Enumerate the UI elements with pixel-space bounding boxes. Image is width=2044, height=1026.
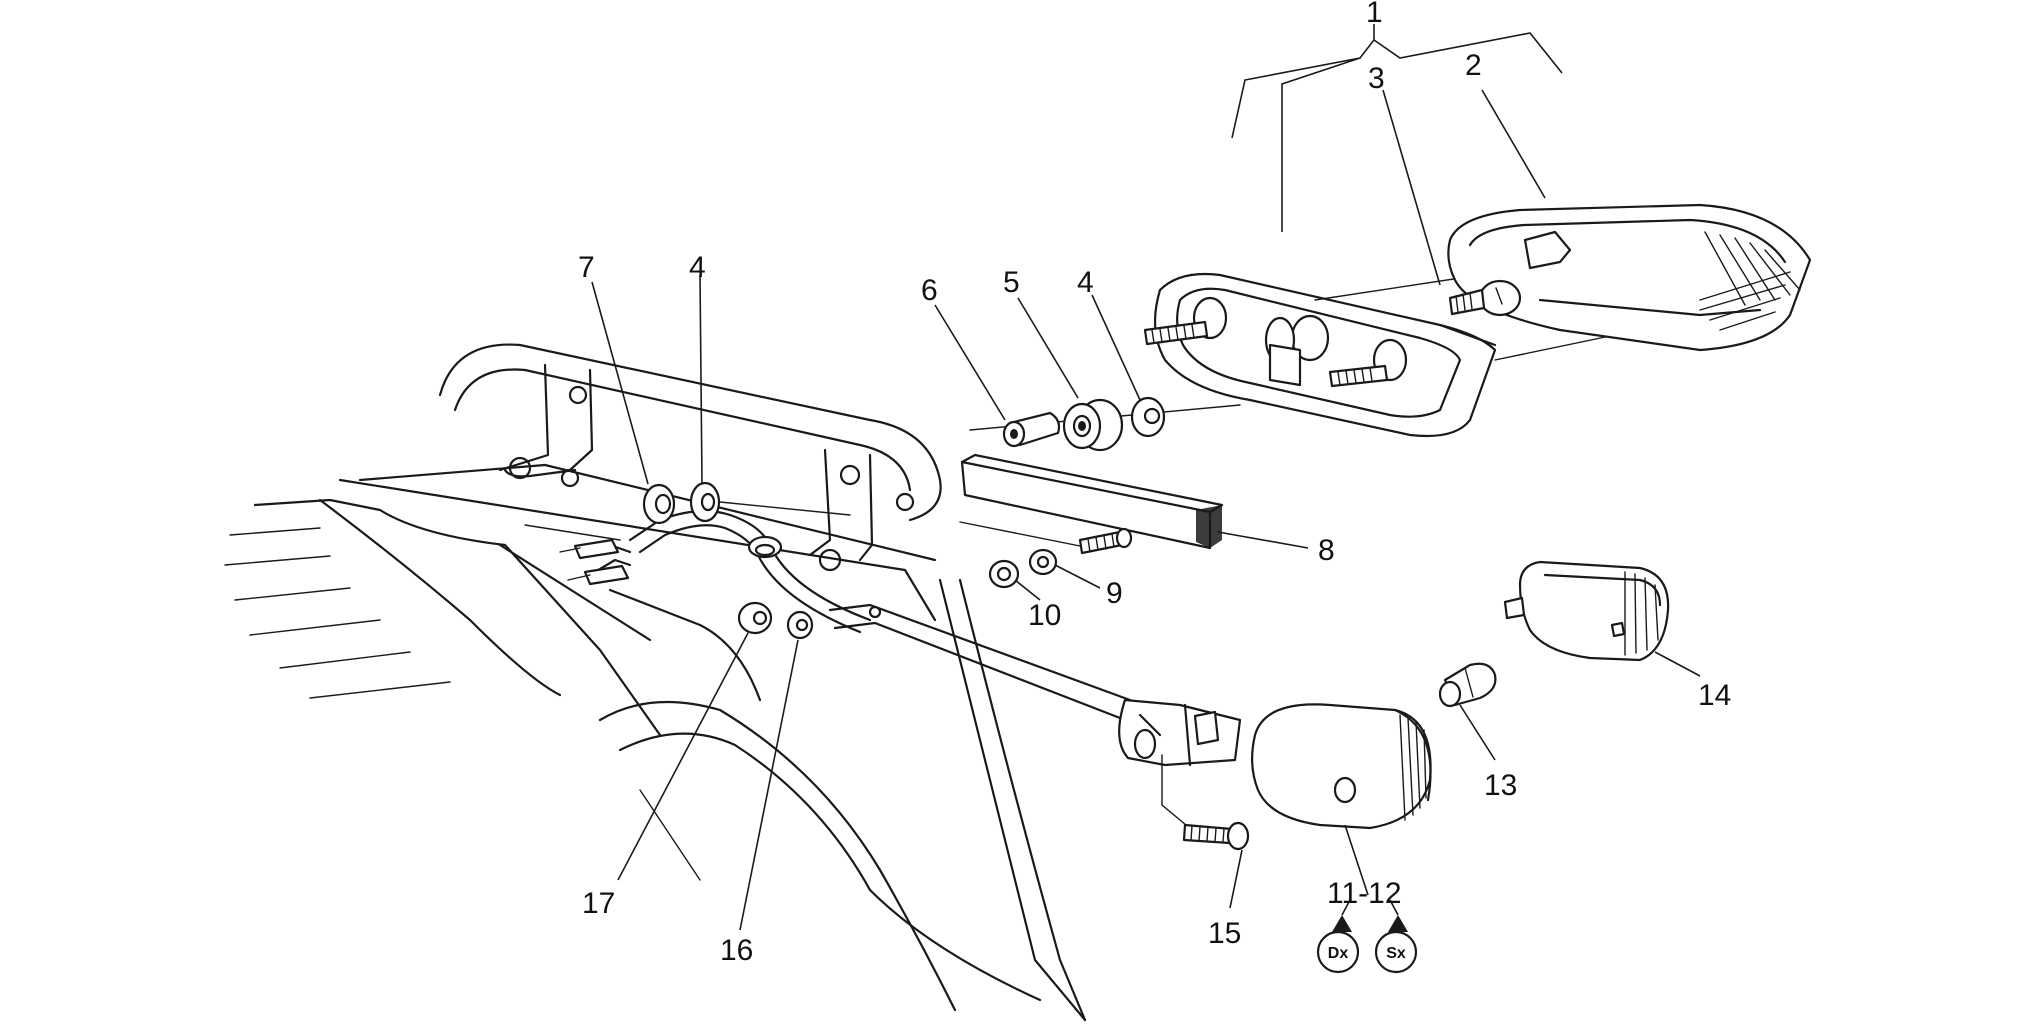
- callout-2: 2: [1465, 49, 1482, 82]
- callout-5: 5: [1003, 266, 1020, 299]
- callout-1: 1: [1366, 0, 1383, 29]
- tail-light-lens-2: [1447, 203, 1812, 352]
- spacer-6: [1002, 411, 1061, 448]
- bolt-9: [1028, 527, 1133, 576]
- callout-3: 3: [1368, 62, 1385, 95]
- indicator-body-11-12: [1251, 703, 1432, 830]
- side-tag-sx: Sx: [1374, 930, 1418, 974]
- nut-7: [642, 483, 676, 525]
- washer-4-left: [689, 481, 721, 523]
- rear-frame: [224, 343, 1087, 1022]
- bulb-3: [1448, 279, 1522, 317]
- callout-6: 6: [921, 274, 938, 307]
- callout-15: 15: [1208, 917, 1241, 950]
- callout-labels: 1 2 3 4 5 6 7 4 8 9 10 11-12 13 14 15 16…: [578, 0, 1731, 967]
- screw-15: [1161, 754, 1250, 851]
- callout-16: 16: [720, 934, 753, 967]
- callout-4-right: 4: [1077, 266, 1094, 299]
- callout-4-left: 4: [689, 251, 706, 284]
- callout-17: 17: [582, 887, 615, 920]
- indicator-lens-14: [1503, 560, 1670, 662]
- nut-10: [988, 559, 1020, 589]
- bulb-13: [1438, 662, 1497, 708]
- leader-lines: [591, 24, 1701, 932]
- callout-8: 8: [1318, 534, 1335, 567]
- callout-14: 14: [1698, 679, 1731, 712]
- callout-10: 10: [1028, 599, 1061, 632]
- callout-7: 7: [578, 251, 595, 284]
- callout-9: 9: [1106, 577, 1123, 610]
- svg-text:Dx: Dx: [1328, 945, 1349, 962]
- reflector-plate-8: [960, 453, 1224, 550]
- washer-16: [786, 610, 814, 640]
- indicator-stalk: [828, 603, 1242, 767]
- rubber-grommet-5: [1062, 398, 1124, 452]
- svg-text:Sx: Sx: [1386, 945, 1406, 962]
- callout-13: 13: [1484, 769, 1517, 802]
- callout-11-12: 11-12: [1327, 877, 1402, 910]
- tail-light-base: [1143, 272, 1497, 438]
- nut-17: [737, 601, 773, 635]
- side-tag-dx: Dx: [1316, 930, 1360, 974]
- washer-4-right: [1130, 396, 1166, 438]
